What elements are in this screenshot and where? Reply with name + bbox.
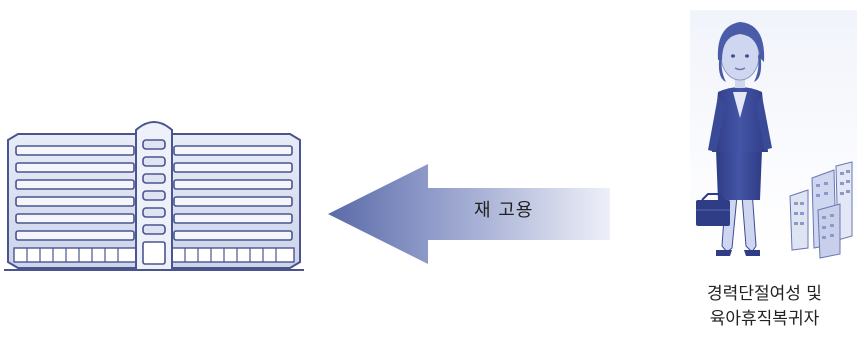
person-caption: 경력단절여성 및 육아휴직복귀자 bbox=[672, 282, 857, 332]
businesswoman-icon bbox=[708, 22, 772, 256]
office-building-icon bbox=[4, 121, 304, 271]
person-caption-line2: 육아휴직복귀자 bbox=[709, 309, 820, 329]
rehire-arrow bbox=[328, 164, 610, 264]
city-skyline-icon bbox=[789, 161, 853, 259]
briefcase-icon bbox=[696, 193, 730, 226]
person-caption-line1: 경력단절여성 및 bbox=[707, 284, 822, 304]
arrow-label: 재 고용 bbox=[474, 200, 534, 221]
